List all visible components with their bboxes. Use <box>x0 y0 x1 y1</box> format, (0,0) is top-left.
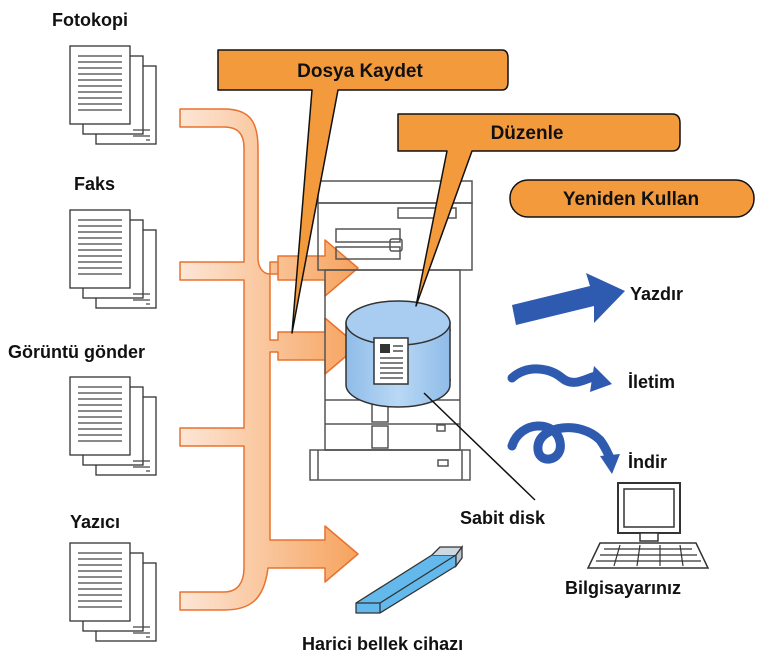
edit-callout-label: Düzenle <box>491 123 564 144</box>
save-file-callout: Dosya Kaydet <box>217 49 509 334</box>
print-arrow <box>512 273 625 325</box>
usb-memory-icon <box>355 545 464 614</box>
download-arrow <box>507 421 620 474</box>
document-stack-icon <box>69 542 157 642</box>
edit-callout: Düzenle <box>397 113 681 307</box>
print-label: Yazdır <box>630 284 683 304</box>
transmit-arrow <box>507 364 612 392</box>
merge-flow-arrow <box>179 108 359 611</box>
hard-disk-icon <box>345 300 451 408</box>
hard-disk-label: Sabit disk <box>460 508 546 528</box>
computer-icon <box>586 482 710 569</box>
save-file-callout-label: Dosya Kaydet <box>297 61 423 82</box>
source-label-printer: Yazıcı <box>70 512 120 532</box>
source-label-copy: Fotokopi <box>52 10 128 30</box>
transmit-label: İletim <box>628 372 675 392</box>
document-stack-icon <box>69 209 157 309</box>
source-label-image-send: Görüntü gönder <box>8 342 145 362</box>
computer-label: Bilgisayarınız <box>565 578 681 598</box>
source-label-fax: Faks <box>74 174 115 194</box>
reuse-callout: Yeniden Kullan <box>509 179 755 218</box>
external-memory-label: Harici bellek cihazı <box>302 634 463 654</box>
document-stack-icon <box>69 376 157 476</box>
reuse-callout-label: Yeniden Kullan <box>563 189 699 210</box>
document-stack-icon <box>69 45 157 145</box>
download-label: İndir <box>628 452 667 472</box>
hard-disk-leader-line <box>423 392 536 501</box>
